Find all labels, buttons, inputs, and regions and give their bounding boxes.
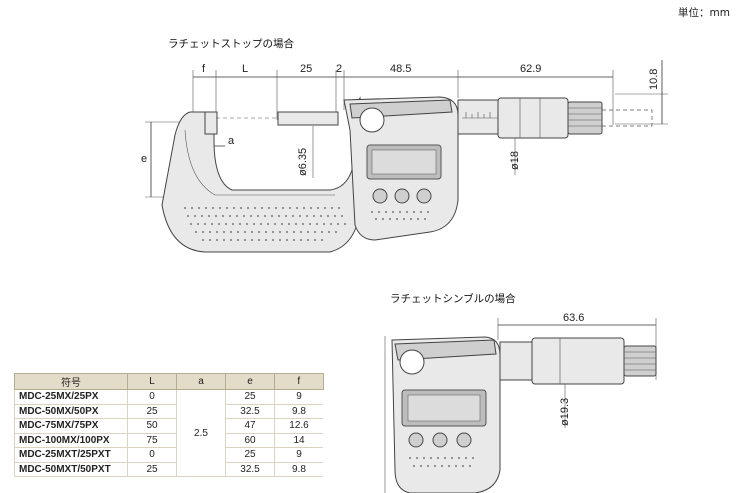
row-code: MDC-100MX/100PX	[14, 433, 128, 448]
row-f: 9.8	[274, 462, 323, 477]
dim-dia-6-35: ø6.35	[297, 148, 309, 176]
ratchet-stop-title: ラチェットストップの場合	[168, 37, 294, 50]
row-f: 14	[274, 433, 323, 448]
button-3	[416, 188, 432, 204]
dim-dia-19-3: ø19.3	[559, 398, 571, 426]
dim-f: f	[202, 63, 206, 75]
row-L: 75	[127, 433, 177, 448]
ratchet-knurl	[567, 101, 603, 135]
dim-10-8: 10.8	[648, 69, 660, 90]
thimble	[497, 97, 569, 139]
row-e: 32.5	[225, 462, 275, 477]
ratchet-thimble	[531, 337, 625, 385]
spindle	[277, 111, 339, 126]
lcd-screen	[371, 149, 437, 175]
header-f: f	[274, 373, 324, 390]
dim-63-6: 63.6	[563, 312, 584, 324]
head-dots	[371, 211, 429, 220]
dim-62-9: 62.9	[520, 63, 541, 75]
table-row: MDC-100MX/100PX 75 60 14	[14, 433, 323, 448]
thimble-sleeve	[499, 341, 533, 381]
table-row: MDC-50MXT/50PXT 25 32.5 9.8	[14, 462, 323, 477]
thimble-lcd-screen	[407, 394, 481, 422]
button-1	[372, 188, 388, 204]
thimble-knurl-lines	[624, 351, 656, 371]
spec-table: 符号 L a e f MDC-25MX/25PX 0 2.5 25 9 MDC-…	[14, 373, 324, 477]
row-f: 9	[274, 447, 323, 463]
row-f: 9	[274, 389, 323, 405]
dim-L: L	[242, 63, 248, 75]
ratchet-thimble-title: ラチェットシンブルの場合	[390, 292, 516, 305]
row-e: 32.5	[225, 404, 275, 419]
shared-a-value: 2.5	[176, 389, 226, 477]
header-a: a	[176, 373, 226, 390]
thimble-button-3	[456, 432, 472, 448]
sleeve-scale	[462, 112, 498, 119]
anvil	[204, 111, 218, 135]
header-L: L	[127, 373, 177, 390]
row-L: 50	[127, 418, 177, 434]
row-e: 25	[225, 389, 275, 405]
row-code: MDC-75MX/75PX	[14, 418, 128, 434]
thimble-knurl	[623, 345, 657, 377]
table-row: MDC-25MX/25PX 0 2.5 25 9	[14, 389, 323, 477]
dim-dia-18: ø18	[509, 151, 521, 170]
row-L: 25	[127, 462, 177, 477]
dim-a: a	[228, 135, 235, 147]
row-code: MDC-25MXT/25PXT	[14, 447, 128, 463]
row-e: 25	[225, 447, 275, 463]
ratchet-clearance	[601, 109, 653, 127]
row-L: 0	[127, 447, 177, 463]
thimble-button-1	[408, 432, 424, 448]
row-e: 47	[225, 418, 275, 434]
clamp-knob	[359, 107, 385, 133]
row-code: MDC-50MXT/50PXT	[14, 462, 128, 477]
row-L: 25	[127, 404, 177, 419]
dim-48-5: 48.5	[390, 63, 411, 75]
header-e: e	[225, 373, 275, 390]
dim-e: e	[141, 153, 147, 165]
dim-2: 2	[336, 63, 342, 75]
spec-table-header: 符号 L a e f	[14, 373, 324, 390]
frame-inner-edge	[184, 129, 335, 196]
thimble-head-dots	[409, 457, 474, 467]
row-L: 0	[127, 389, 177, 405]
dim-25: 25	[300, 63, 312, 75]
row-e: 60	[225, 433, 275, 448]
row-f: 9.8	[274, 404, 323, 419]
thimble-clamp-knob	[399, 349, 425, 375]
unit-label: 単位：mm	[678, 7, 730, 19]
row-code: MDC-50MX/50PX	[14, 404, 128, 419]
table-row: MDC-75MX/75PX 50 47 12.6	[14, 418, 323, 434]
dim-10-8-lines	[615, 60, 668, 125]
ratchet-knurl-lines	[568, 107, 602, 127]
header-code: 符号	[14, 373, 128, 390]
row-code: MDC-25MX/25PX	[14, 389, 128, 405]
frame-grip-dots	[184, 207, 346, 241]
button-2	[394, 188, 410, 204]
table-row: MDC-25MXT/25PXT 0 25 9	[14, 447, 323, 463]
frame-body	[161, 96, 361, 253]
thimble-button-2	[432, 432, 448, 448]
row-f: 12.6	[274, 418, 323, 434]
table-row: MDC-50MX/50PX 25 32.5 9.8	[14, 404, 323, 419]
